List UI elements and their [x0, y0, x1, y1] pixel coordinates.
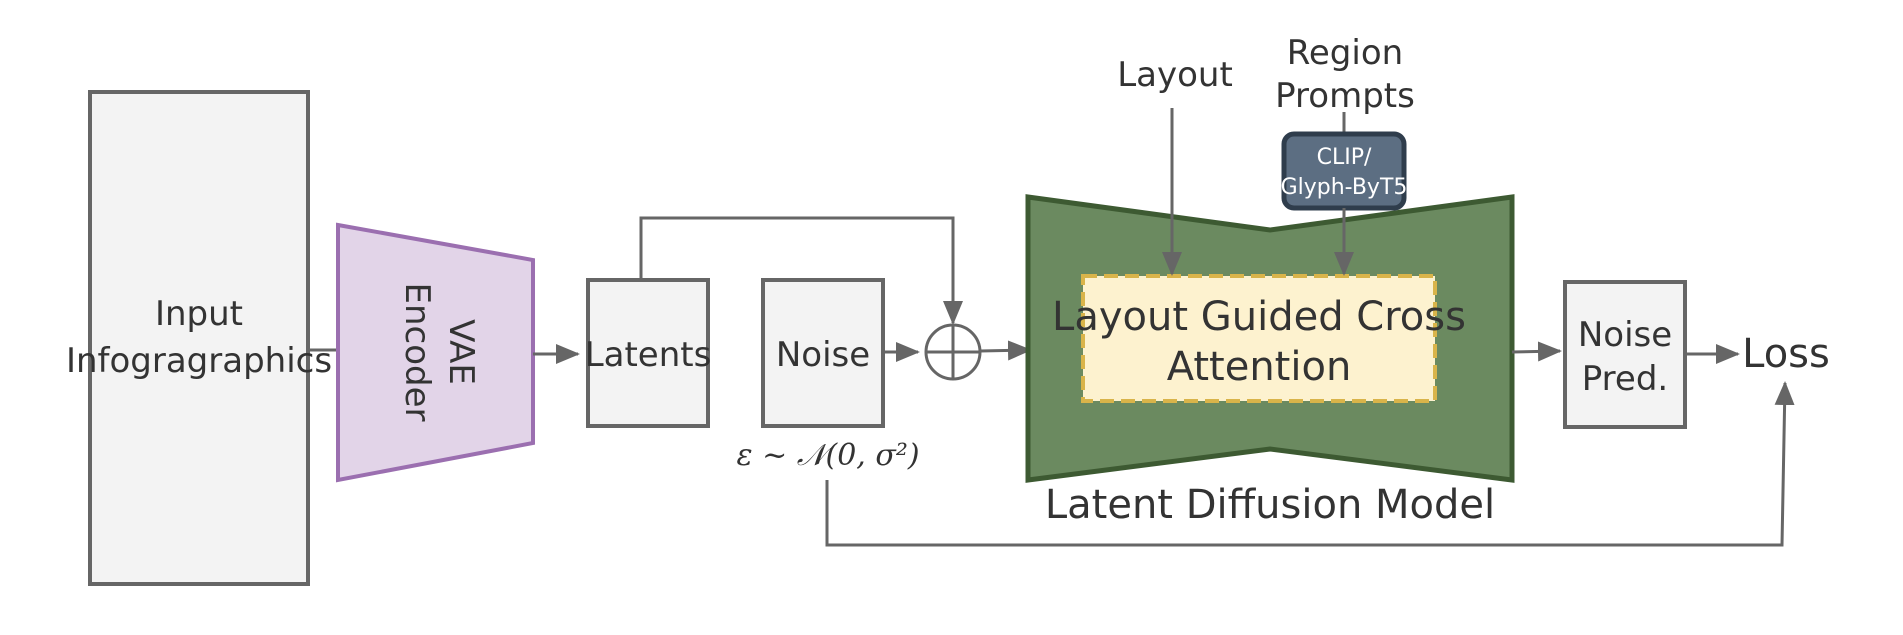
- arrow-latents-to-sum: [639, 216, 963, 325]
- vae-label-line2: Encoder: [397, 282, 437, 421]
- region-prompts-label-line2: Prompts: [1275, 76, 1415, 116]
- latents-box: Latents: [585, 278, 712, 428]
- vae-label-line1: VAE: [441, 319, 481, 385]
- noise-distribution-formula: ε ~ 𝒩(0, σ²): [736, 438, 919, 473]
- loss-label: Loss: [1742, 331, 1830, 377]
- clip-label-line1: CLIP/: [1317, 145, 1372, 170]
- attention-label-line2: Attention: [1167, 344, 1352, 390]
- noise-pred-label-line1: Noise: [1578, 315, 1672, 355]
- attention-label-line1: Layout Guided Cross: [1052, 294, 1466, 340]
- noise-label: Noise: [776, 335, 870, 375]
- clip-label-line2: Glyph-ByT5: [1281, 175, 1408, 200]
- noise-pred-label-line2: Pred.: [1582, 359, 1668, 399]
- latents-label: Latents: [585, 335, 712, 375]
- input-infographics-box: Input Infogragraphics: [66, 90, 332, 586]
- layout-label: Layout: [1117, 55, 1233, 95]
- arrow-noise-to-loss: [825, 381, 1795, 547]
- clip-glyph-byt5-encoder: CLIP/ Glyph-ByT5: [1281, 131, 1408, 211]
- layout-guided-cross-attention-box: Layout Guided Cross Attention: [1052, 274, 1466, 403]
- input-label-line2: Infogragraphics: [66, 341, 332, 381]
- input-label-line1: Input: [155, 294, 243, 334]
- noise-prediction-box: Noise Pred.: [1563, 280, 1687, 429]
- arrow-sum-to-ldm: [979, 340, 1032, 361]
- sum-operator-icon: [924, 323, 982, 381]
- arrow-ldm-to-noise-pred: [1511, 341, 1562, 362]
- ldm-label: Latent Diffusion Model: [1045, 482, 1495, 528]
- noise-box: Noise: [761, 278, 885, 428]
- vae-encoder: VAE Encoder: [336, 222, 535, 483]
- region-prompts-label-line1: Region: [1287, 33, 1403, 73]
